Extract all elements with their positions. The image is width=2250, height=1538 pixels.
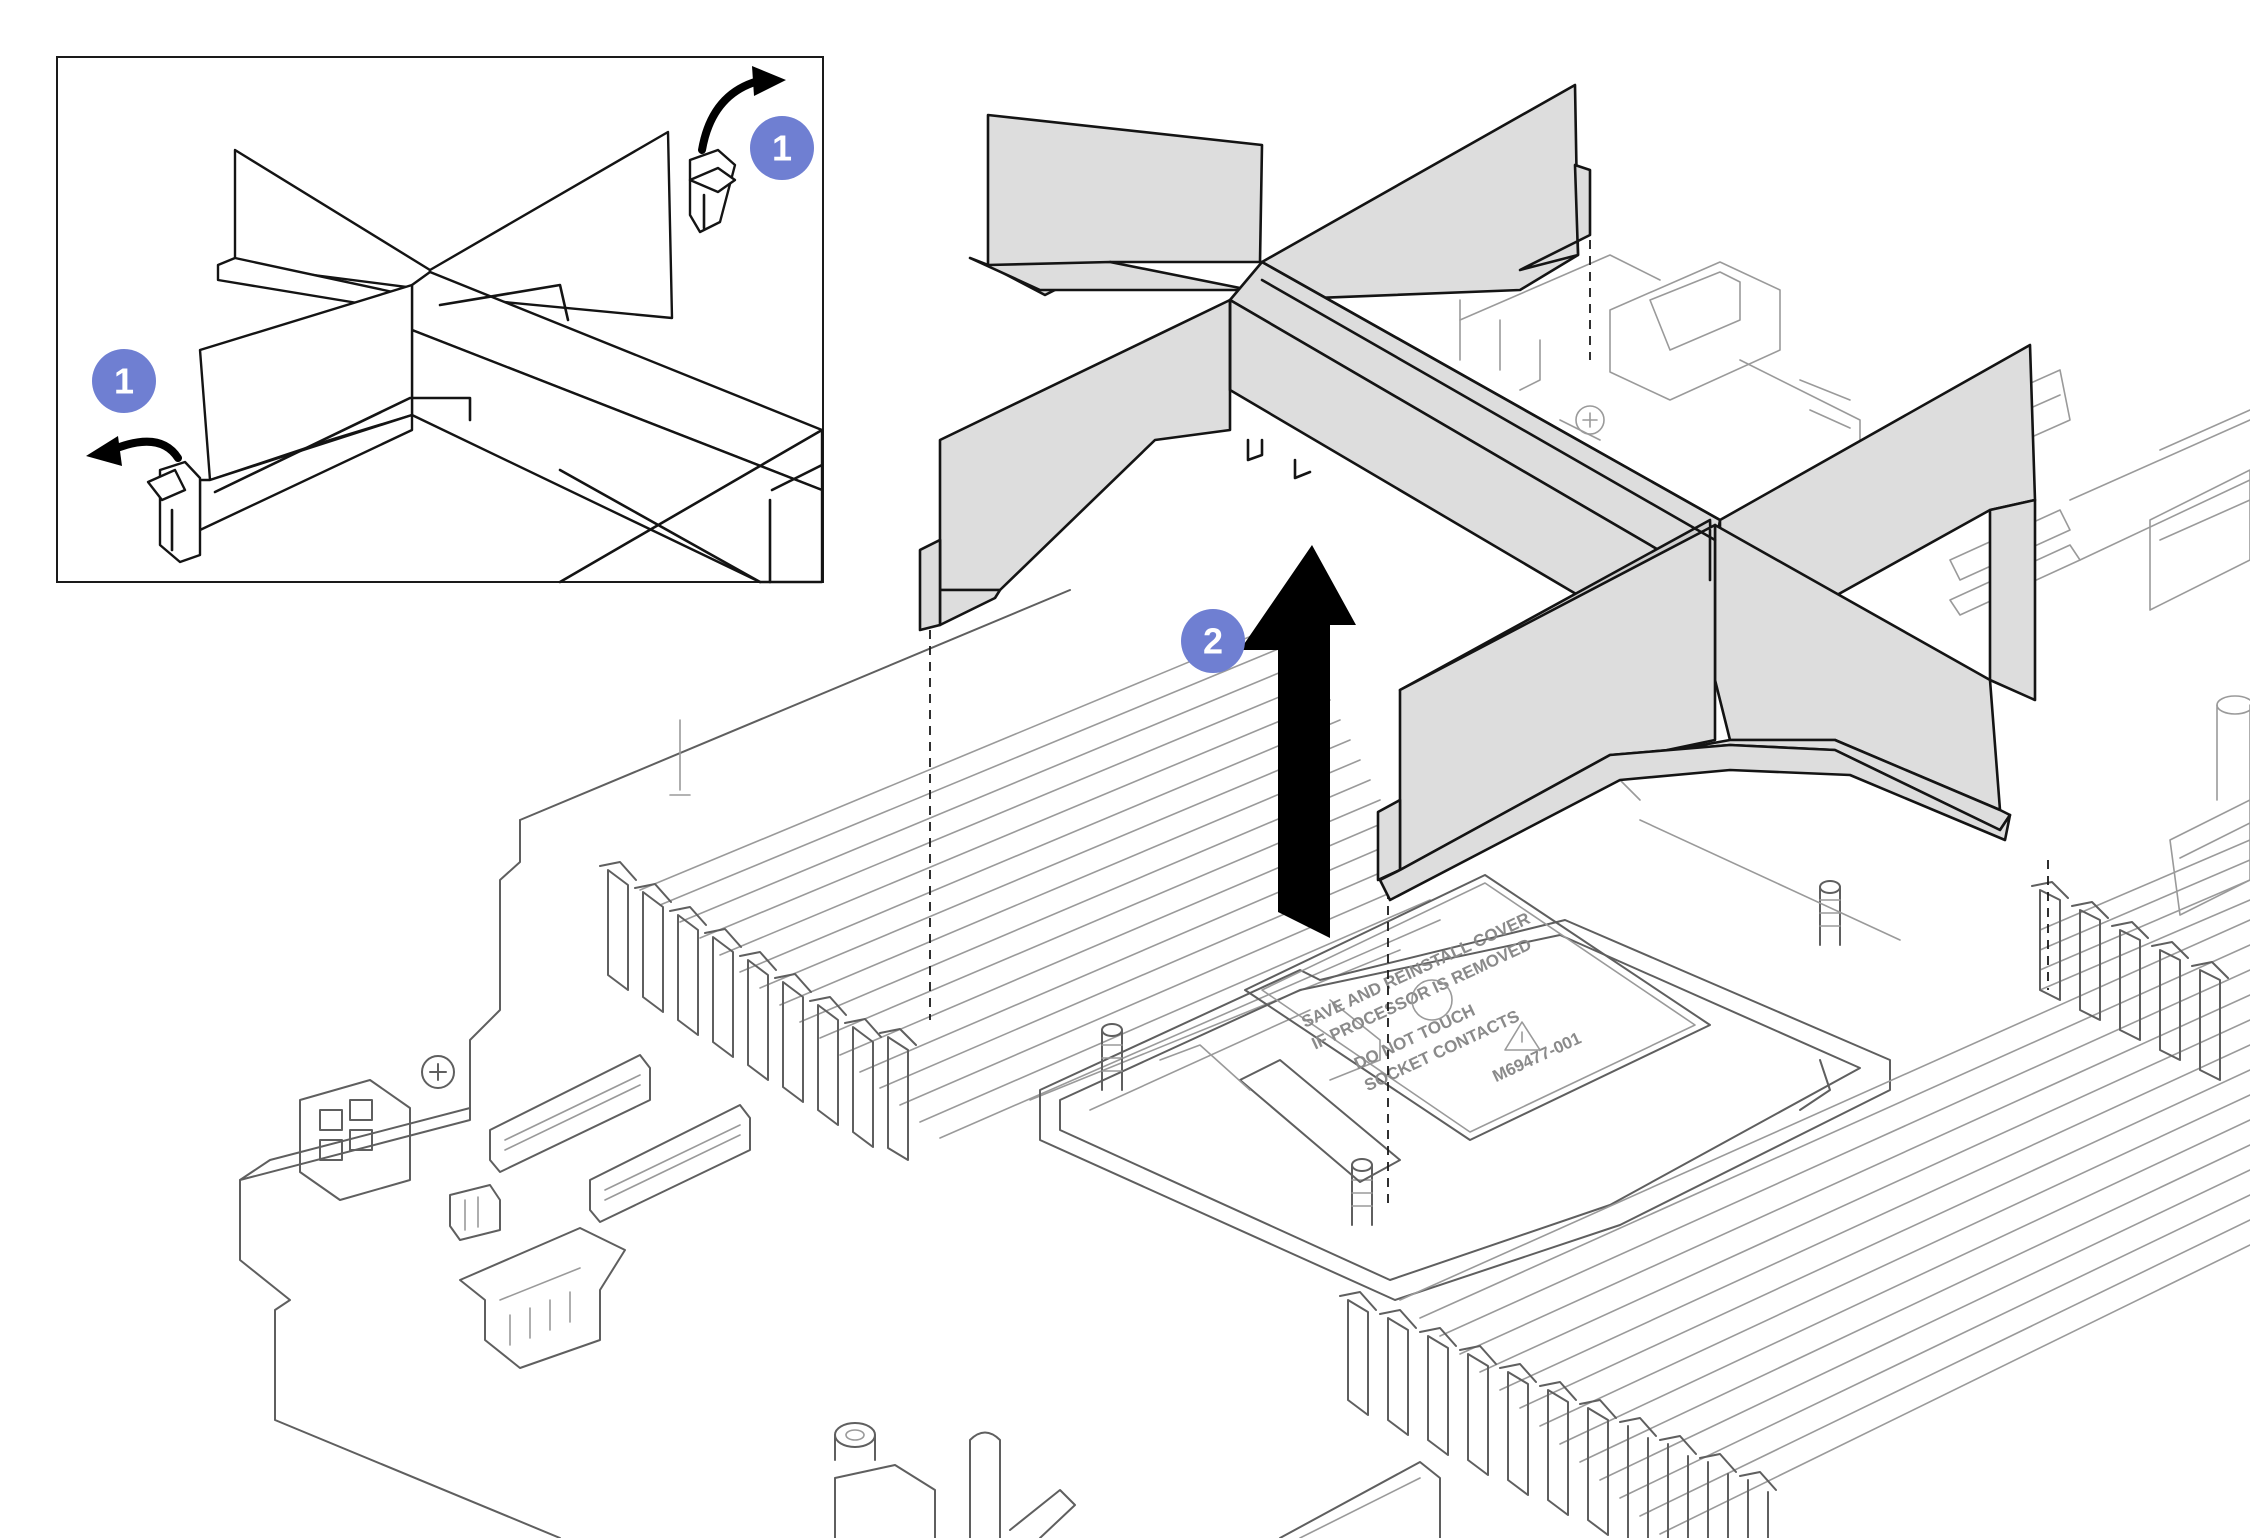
rotate-arrow-left-icon [86, 436, 182, 466]
step-badge-1a-number: 1 [772, 128, 792, 169]
step-badge-2-number: 2 [1203, 621, 1223, 662]
header-connector [449, 1184, 501, 1241]
cover-circle-icon [1411, 979, 1453, 1021]
dimm-latches-right [1339, 881, 2229, 1538]
processor-socket [1039, 880, 1891, 1301]
alignment-guides [929, 240, 2049, 1210]
warning-triangle-icon [1504, 1021, 1541, 1051]
cover-part-number: M69477-001 [1490, 1028, 1585, 1086]
air-baffle [918, 83, 2037, 902]
power-connector [299, 1055, 455, 1201]
inset-baffle [146, 130, 824, 584]
step-badge-1b-number: 1 [114, 361, 134, 402]
inset-latch-left [146, 460, 202, 564]
step-badge-2: 2 [1181, 609, 1245, 673]
pcie-slot-left-1 [489, 1054, 651, 1173]
socket-stud-2 [1819, 880, 1841, 946]
inset-latch-right [688, 148, 737, 234]
socket-stud-3 [1351, 1158, 1373, 1226]
lift-arrow [1240, 545, 1356, 938]
dimm-bank-left [639, 619, 1441, 1139]
rotate-arrow-right-icon [698, 66, 786, 154]
step-badge-1a: 1 [750, 116, 814, 180]
socket-stud-1 [1101, 1023, 1123, 1091]
ribbon-connector [459, 1227, 626, 1369]
inset-detail [56, 56, 824, 584]
pcie-slot-left-2 [589, 1104, 751, 1223]
standoff-bottom [834, 1422, 876, 1461]
step-badge-1b: 1 [92, 349, 156, 413]
dimm-latches-left [599, 861, 917, 1161]
bottom-connectors [834, 1431, 1441, 1538]
dimm-bank-right [1399, 839, 2250, 1535]
